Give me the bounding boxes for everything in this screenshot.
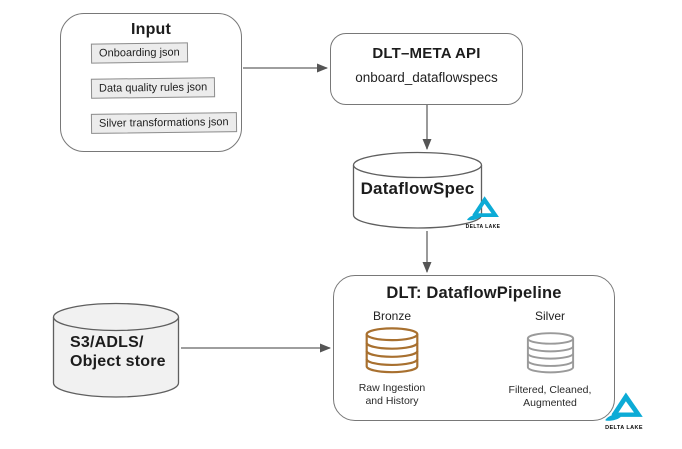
- dataflow-pipeline-title: DLT: DataflowPipeline: [386, 284, 562, 302]
- bronze-label: Bronze: [372, 309, 412, 323]
- bronze-layer: Bronze Raw Ingestion and History: [347, 309, 437, 408]
- bronze-caption-line2: and History: [365, 395, 419, 407]
- input-node: Input Onboarding json Data quality rules…: [60, 13, 242, 152]
- bronze-caption-line1: Raw Ingestion: [358, 382, 426, 394]
- silver-label: Silver: [534, 309, 565, 323]
- dataflowspec-store-node: DataflowSpec: [352, 151, 483, 231]
- silver-caption-line2: Augmented: [523, 397, 577, 409]
- delta-lake-badge-label: DELTA LAKE: [465, 224, 501, 230]
- dataflowspec-label: DataflowSpec: [360, 179, 475, 198]
- object-store-node: S3/ADLS/ Object store: [52, 302, 180, 400]
- delta-lake-badge-upper: DELTA LAKE: [457, 195, 509, 230]
- object-store-label-line1: S3/ADLS/: [70, 334, 144, 351]
- delta-lake-logo-icon: [605, 392, 643, 421]
- cylinder-icon: [52, 302, 180, 398]
- input-item-silver-transformations-json: Silver transformations json: [90, 112, 237, 134]
- silver-layer: Silver Filtered, Cleaned, Augmented: [486, 309, 614, 410]
- delta-lake-badge-lower: DELTA LAKE: [592, 391, 656, 431]
- dlt-meta-api-method: onboard_dataflowspecs: [355, 70, 498, 85]
- bronze-caption: Raw Ingestion and History: [347, 382, 437, 408]
- dataflow-pipeline-node: DLT: DataflowPipeline Bronze Raw Ingesti…: [333, 275, 615, 421]
- input-node-title: Input: [130, 21, 172, 38]
- object-store-label-line2: Object store: [70, 353, 166, 370]
- delta-lake-badge-label: DELTA LAKE: [605, 425, 643, 431]
- silver-caption: Filtered, Cleaned, Augmented: [486, 384, 614, 410]
- bronze-database-icon: [365, 327, 419, 374]
- silver-caption-line1: Filtered, Cleaned,: [508, 384, 592, 396]
- silver-database-icon: [526, 332, 574, 374]
- delta-lake-logo-icon: [467, 196, 499, 221]
- dlt-meta-api-title: DLT–META API: [372, 45, 481, 62]
- input-item-data-quality-rules-json: Data quality rules json: [90, 77, 216, 99]
- object-store-label: S3/ADLS/ Object store: [70, 333, 166, 371]
- input-item-onboarding-json: Onboarding json: [90, 42, 188, 64]
- cylinder-icon: [352, 151, 483, 229]
- dlt-meta-api-node: DLT–META API onboard_dataflowspecs: [330, 33, 523, 105]
